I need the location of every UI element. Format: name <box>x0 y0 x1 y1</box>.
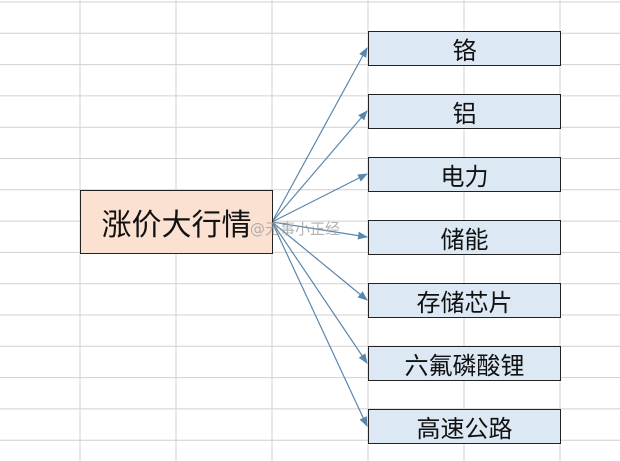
arrow <box>271 173 368 223</box>
arrow <box>271 47 368 223</box>
center-node: 涨价大行情 <box>80 190 273 254</box>
target-node: 储能 <box>368 220 561 255</box>
target-node: 铝 <box>368 94 561 129</box>
arrow <box>271 221 368 427</box>
arrow <box>271 221 368 240</box>
watermark: @无事小正经 <box>250 220 341 238</box>
target-node: 铬 <box>368 31 561 66</box>
arrow <box>271 221 368 364</box>
target-node: 电力 <box>368 157 561 192</box>
arrow <box>271 110 368 223</box>
target-node: 六氟磷酸锂 <box>368 346 561 381</box>
arrow <box>271 221 368 301</box>
target-node: 存储芯片 <box>368 283 561 318</box>
target-node: 高速公路 <box>368 409 561 444</box>
